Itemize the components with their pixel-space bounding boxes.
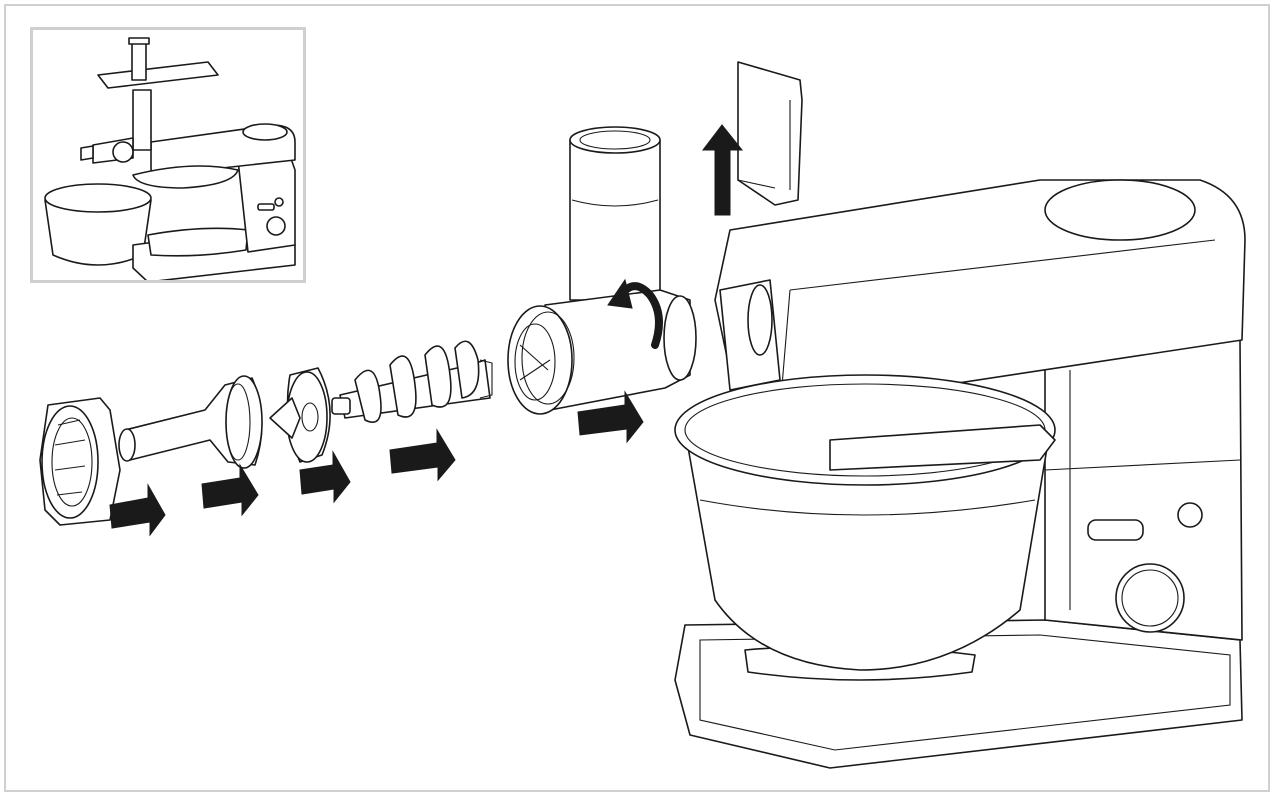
inset-grinder-tube xyxy=(132,89,152,151)
ring-nut xyxy=(39,397,121,526)
arrow-2 xyxy=(201,463,259,517)
outlet-cover xyxy=(737,61,803,206)
grinder-body xyxy=(507,126,697,415)
arrow-5 xyxy=(577,390,644,444)
arrow-1 xyxy=(109,483,166,537)
mixing-bowl xyxy=(674,374,1056,671)
arrow-4 xyxy=(389,428,456,482)
stand-mixer xyxy=(674,179,1246,769)
lock-lever xyxy=(1087,519,1144,541)
arrow-3 xyxy=(299,450,351,504)
figure-frame xyxy=(4,4,1270,792)
arrow-up xyxy=(701,124,744,216)
pulse-button xyxy=(1177,502,1203,528)
inset-illustration xyxy=(44,37,296,280)
spacer-plate xyxy=(269,367,331,463)
grinder-feed-tube xyxy=(569,139,661,301)
inset-assembled-view xyxy=(30,27,306,283)
arrow-group xyxy=(109,124,744,537)
speed-dial xyxy=(1115,563,1185,633)
feed-screw xyxy=(331,340,493,423)
sausage-funnel xyxy=(118,375,263,469)
